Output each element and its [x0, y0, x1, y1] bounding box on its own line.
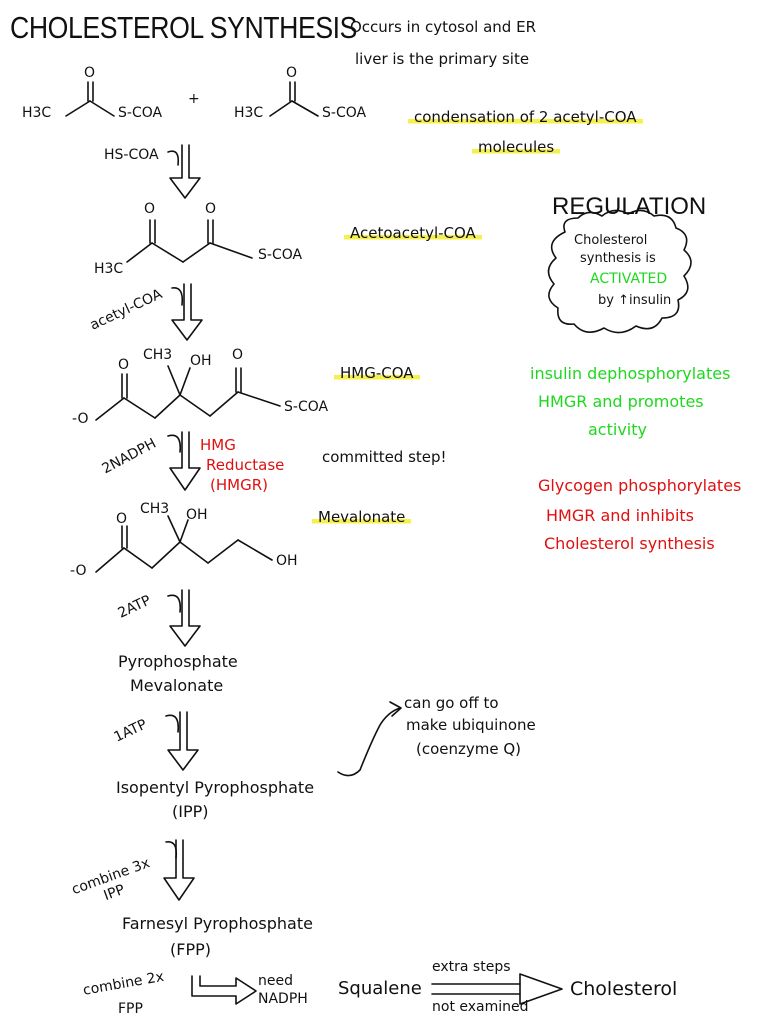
condensation-note-line1: condensation of 2 acetyl-COA [408, 109, 643, 126]
reagent-hooks [165, 150, 184, 859]
mevalonate-ch3: CH3 [140, 501, 170, 517]
mevalonate-structure [95, 515, 273, 573]
cloud-line1: Cholesterol [574, 233, 648, 248]
acetoacetyl-o2: O [205, 201, 217, 217]
down-arrows [163, 144, 203, 901]
fpp-name-line2: (FPP) [170, 940, 211, 959]
location-note-line2: liver is the primary site [355, 50, 530, 68]
glycogen-note-line1: Glycogen phosphorylates [538, 476, 742, 495]
mevalonate-name: Mevalonate [312, 509, 412, 526]
acetyl-coa-right-scoa: S-COA [322, 105, 367, 121]
bottom-arrows [191, 973, 563, 1005]
not-examined-label: not examined [432, 999, 529, 1015]
ipp-name-line1: Isopentyl Pyrophosphate [116, 778, 315, 797]
hmg-coa-structure [95, 365, 281, 421]
mevalonate-o1: O [116, 511, 128, 527]
ubiquinone-note-line2: make ubiquinone [406, 716, 536, 734]
glycogen-note-line2: HMGR and inhibits [546, 506, 695, 525]
cloud-line3-activated: ACTIVATED [590, 271, 668, 287]
acetyl-coa-left-o: O [84, 65, 96, 81]
hscoa-label: HS-COA [104, 147, 159, 163]
ipp-name-line2: (IPP) [172, 802, 209, 821]
acetoacetyl-coa-structure [126, 219, 253, 263]
pyrophosphate-mevalonate-line2: Mevalonate [130, 676, 224, 695]
condensation-note-line2: molecules [472, 139, 561, 156]
committed-step-note: committed step! [322, 448, 447, 466]
need-label: need [258, 973, 293, 989]
ubiquinone-branch-arrowhead [389, 701, 402, 717]
nadph-need-label: NADPH [258, 991, 308, 1007]
mevalonate-tail-oh: OH [276, 553, 298, 569]
acetoacetyl-h3c: H3C [94, 261, 124, 277]
pyrophosphate-mevalonate-line1: Pyrophosphate [118, 652, 238, 671]
ubiquinone-branch-arrow [337, 707, 401, 777]
hmg-ch3: CH3 [143, 347, 173, 363]
hmg-coa-name: HMG-COA [334, 365, 420, 382]
insulin-note-line2: HMGR and promotes [538, 392, 704, 411]
regulation-heading: REGULATION [552, 193, 707, 220]
location-note-line1: Occurs in cytosol and ER [350, 18, 536, 36]
cholesterol-label: Cholesterol [570, 978, 678, 1000]
plus-sign: + [188, 91, 200, 107]
cloud-line2: synthesis is [580, 251, 656, 266]
acetyl-coa-left-structure [65, 81, 115, 117]
hmg-o1: O [118, 357, 130, 373]
acetyl-coa-right-h3c: H3C [234, 105, 264, 121]
cloud-line4: by ↑insulin [598, 293, 672, 308]
squalene-label: Squalene [338, 978, 422, 999]
acetyl-coa-left-h3c: H3C [22, 105, 52, 121]
acetoacetyl-coa-name: Acetoacetyl-COA [344, 225, 482, 242]
acetyl-coa-right-o: O [286, 65, 298, 81]
acetoacetyl-scoa: S-COA [258, 247, 303, 263]
mevalonate-neg-o: -O [70, 563, 87, 579]
hmg-neg-o: -O [72, 411, 89, 427]
fpp-name-line1: Farnesyl Pyrophosphate [122, 914, 313, 933]
enzyme-line3: (HMGR) [210, 476, 268, 494]
acetyl-coa-right-structure [269, 81, 319, 117]
acetoacetyl-o1: O [144, 201, 156, 217]
insulin-note-line1: insulin dephosphorylates [530, 364, 731, 383]
enzyme-line2: Reductase [206, 456, 285, 474]
page-title: CHOLESTEROL SYNTHESIS [10, 10, 358, 45]
glycogen-note-line3: Cholesterol synthesis [544, 534, 715, 553]
insulin-note-line3: activity [588, 420, 647, 439]
mevalonate-oh: OH [186, 507, 208, 523]
hmg-scoa: S-COA [284, 399, 329, 415]
ubiquinone-note-line1: can go off to [404, 694, 499, 712]
regulation-cloud [547, 209, 692, 334]
hmg-oh: OH [190, 353, 212, 369]
combine-2x-line2: FPP [118, 1001, 143, 1017]
enzyme-line1: HMG [200, 436, 236, 454]
ubiquinone-note-line3: (coenzyme Q) [416, 740, 522, 758]
acetyl-coa-left-scoa: S-COA [118, 105, 163, 121]
extra-steps-label: extra steps [432, 959, 511, 975]
hmg-o2: O [232, 347, 244, 363]
